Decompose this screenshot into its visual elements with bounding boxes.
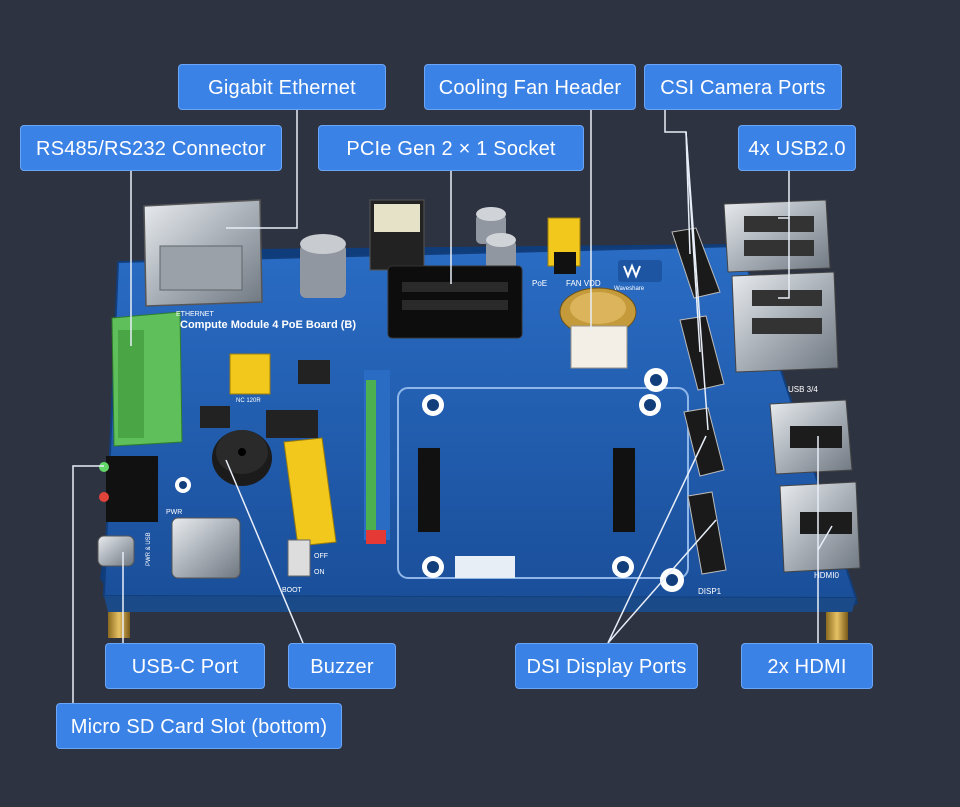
pcb-board — [100, 244, 858, 612]
fan-jumper — [547, 217, 581, 274]
ethernet-jack — [143, 199, 263, 307]
ic-chips — [200, 360, 330, 438]
brand-text: Waveshare — [614, 286, 645, 292]
boot-switch — [287, 539, 311, 577]
fan-connector — [570, 325, 628, 369]
silkscreen: Compute Module 4 PoE Board (B) ETHERNET … — [146, 279, 839, 596]
nc120r-text: NC 120R — [236, 398, 261, 404]
callout-hdmi: 2x HDMI — [741, 643, 873, 689]
rtc-battery — [559, 287, 637, 337]
callout-micro-sd-slot: Micro SD Card Slot (bottom) — [56, 703, 342, 749]
callout-cooling-fan-header: Cooling Fan Header — [424, 64, 636, 110]
callout-pcie-socket: PCIe Gen 2 × 1 Socket — [318, 125, 584, 171]
ethernet-text: ETHERNET — [176, 311, 214, 318]
jumper-120r — [229, 353, 271, 395]
boot-text: BOOT — [282, 587, 303, 594]
logo-patch — [618, 260, 662, 282]
callout-gigabit-ethernet: Gigabit Ethernet — [178, 64, 386, 110]
led-strip — [364, 370, 390, 544]
usb34-text: USB 3/4 — [788, 385, 818, 394]
buzzer-part — [212, 430, 272, 486]
fan-vdd-text: FAN VDD — [566, 279, 601, 288]
poe-text: PoE — [532, 279, 547, 288]
callout-dsi-display-ports: DSI Display Ports — [515, 643, 698, 689]
disp1-text: DISP1 — [698, 587, 722, 596]
hdmi-ports — [769, 399, 861, 573]
callout-rs485-rs232-connector: RS485/RS232 Connector — [20, 125, 282, 171]
off-text: OFF — [314, 553, 328, 560]
pwr-usb-text: PWR & USB — [146, 532, 152, 566]
pwr-text: PWR — [166, 509, 182, 516]
mounting-holes — [175, 368, 684, 592]
capacitors — [300, 207, 516, 298]
callout-usb2: 4x USB2.0 — [738, 125, 856, 171]
power-area — [97, 456, 241, 579]
gpio-header-yellow — [283, 437, 337, 547]
callout-buzzer: Buzzer — [288, 643, 396, 689]
callout-csi-camera-ports: CSI Camera Ports — [644, 64, 842, 110]
on-text: ON — [314, 569, 325, 576]
hdmi0-text: HDMI0 — [814, 571, 839, 580]
cm4-slot — [397, 387, 689, 579]
callout-lines — [72, 110, 833, 703]
usb-ports — [723, 199, 839, 373]
terminal-block — [111, 311, 183, 447]
board-title-text: Compute Module 4 PoE Board (B) — [180, 319, 356, 331]
pcie-socket — [387, 265, 523, 339]
callout-usb-c-port: USB-C Port — [105, 643, 265, 689]
poe-transformer — [369, 199, 425, 271]
